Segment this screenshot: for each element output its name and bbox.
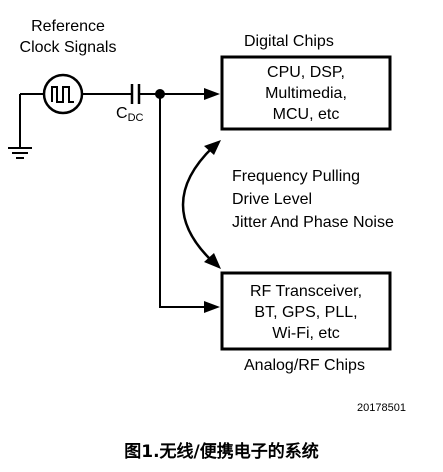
interaction-arc [181, 146, 214, 263]
analog-line-2: BT, GPS, PLL, [254, 304, 358, 321]
figure-caption: 图1.无线/便携电子的系统 [124, 442, 319, 462]
reference-line-1: Reference [31, 18, 105, 35]
digital-line-1: CPU, DSP, [267, 64, 345, 81]
figure-code: 20178501 [357, 402, 406, 414]
capacitor-label-main: C [116, 105, 128, 122]
effect-frequency-pulling: Frequency Pulling [232, 168, 361, 185]
reference-line-2: Clock Signals [19, 39, 117, 56]
reference-clock-label: Reference Clock Signals [8, 16, 128, 58]
capacitor-label: CDC [116, 105, 143, 124]
arc-arrow-down-icon [204, 253, 221, 269]
analog-line-1: RF Transceiver, [249, 283, 363, 300]
ground-icon [8, 94, 32, 159]
interaction-effects: Frequency Pulling Drive Level Jitter And… [232, 165, 394, 234]
capacitor-label-sub: DC [127, 112, 144, 124]
capacitor-icon [130, 84, 141, 104]
analog-chips-title: Analog/RF Chips [244, 357, 365, 374]
digital-chips-title: Digital Chips [244, 33, 334, 50]
effect-jitter: Jitter And Phase Noise [232, 214, 394, 231]
wire-to-analog [159, 94, 205, 308]
analog-chips-box [220, 271, 392, 351]
arrow-to-digital-icon [204, 88, 220, 100]
analog-line-3: Wi-Fi, etc [272, 325, 340, 342]
analog-chips-list: RF Transceiver, BT, GPS, PLL, Wi-Fi, etc [222, 281, 390, 344]
clock-oscillator-icon [42, 73, 84, 115]
digital-chips-box [220, 55, 392, 131]
digital-line-3: MCU, etc [272, 106, 340, 123]
digital-line-2: Multimedia, [265, 85, 347, 102]
digital-chips-list: CPU, DSP, Multimedia, MCU, etc [222, 62, 390, 125]
arc-arrow-up-icon [204, 140, 221, 155]
effect-drive-level: Drive Level [232, 191, 313, 208]
arrow-to-analog-icon [204, 301, 220, 313]
